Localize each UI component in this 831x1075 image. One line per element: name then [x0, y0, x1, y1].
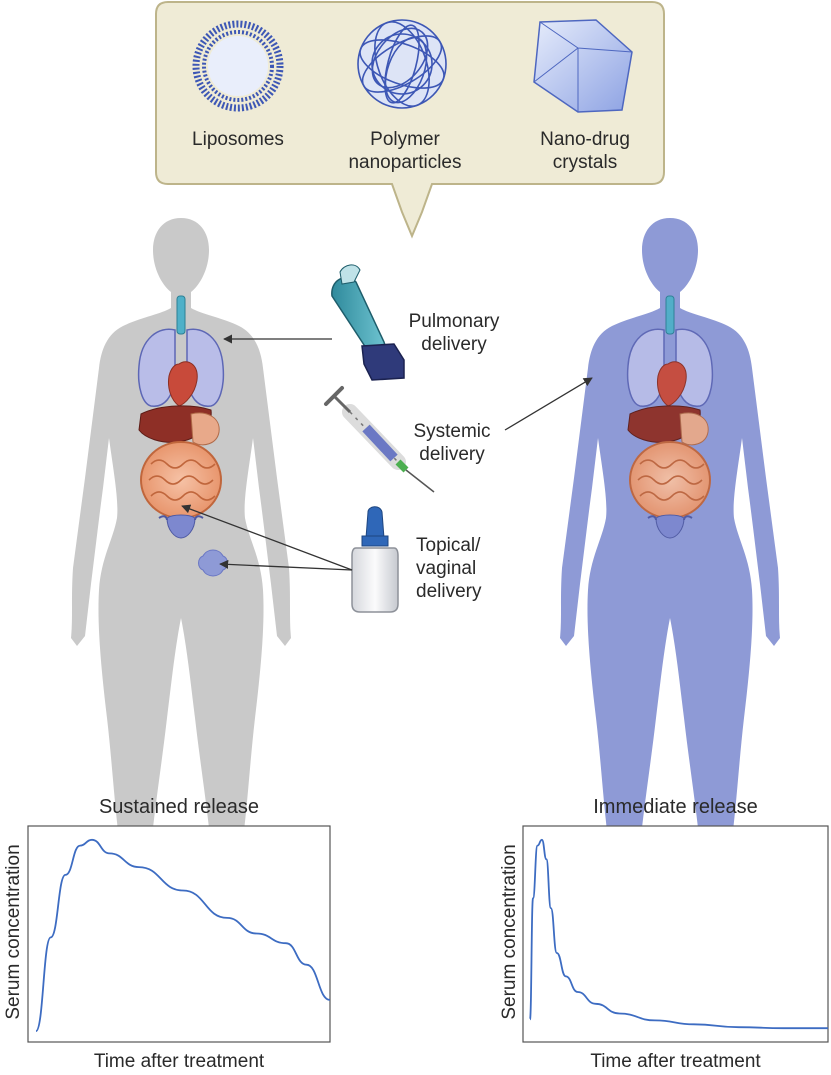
arrow-systemic — [504, 377, 593, 431]
label-liposomes: Liposomes — [192, 129, 284, 150]
label-crystals-line2: crystals — [552, 152, 618, 173]
label-topical-line1: Topical/ — [416, 535, 481, 556]
nano-crystal-icon — [533, 19, 633, 113]
label-polymer-line2: nanoparticles — [348, 152, 462, 173]
label-systemic-line2: delivery — [419, 444, 485, 465]
arrow-topical-vaginal — [181, 504, 353, 571]
label-polymer-nanoparticles: Polymer nanoparticles — [330, 128, 480, 174]
arrow-topical-skin — [219, 559, 353, 571]
label-pulmonary-line1: Pulmonary — [408, 311, 500, 332]
label-topical-vaginal-delivery: Topical/ vaginal delivery — [416, 534, 516, 603]
body-sustained — [71, 218, 291, 966]
label-nano-drug-crystals: Nano-drug crystals — [510, 128, 660, 174]
label-topical-line3: delivery — [416, 581, 482, 602]
x-axis-label-immediate: Time after treatment — [590, 1051, 761, 1072]
chart-title-sustained: Sustained release — [98, 796, 260, 818]
series-line-sustained — [35, 838, 331, 1032]
label-crystals-line1: Nano-drug — [540, 129, 630, 150]
series-line-immediate — [529, 838, 828, 1030]
plot-frame-immediate — [522, 825, 829, 1043]
y-axis-label-sustained: Serum concentration — [3, 844, 24, 1020]
inhaler-icon — [331, 264, 405, 381]
liposome-icon — [192, 20, 284, 112]
topical-patch-icon — [198, 549, 228, 577]
label-pulmonary-line2: delivery — [421, 334, 487, 355]
y-axis-label-immediate: Serum concentration — [499, 844, 520, 1020]
dropper-bottle-icon — [351, 506, 399, 613]
polymer-nanoparticle-icon — [357, 19, 447, 109]
x-axis-label-sustained: Time after treatment — [93, 1051, 265, 1072]
label-systemic-delivery: Systemic delivery — [400, 420, 504, 466]
syringe-icon — [324, 386, 435, 493]
chart-title-immediate: Immediate release — [593, 796, 758, 818]
label-topical-line2: vaginal — [416, 558, 477, 579]
label-pulmonary-delivery: Pulmonary delivery — [398, 310, 510, 356]
plot-frame-sustained — [27, 825, 331, 1043]
label-polymer-line1: Polymer — [370, 129, 440, 150]
label-systemic-line1: Systemic — [413, 421, 491, 442]
